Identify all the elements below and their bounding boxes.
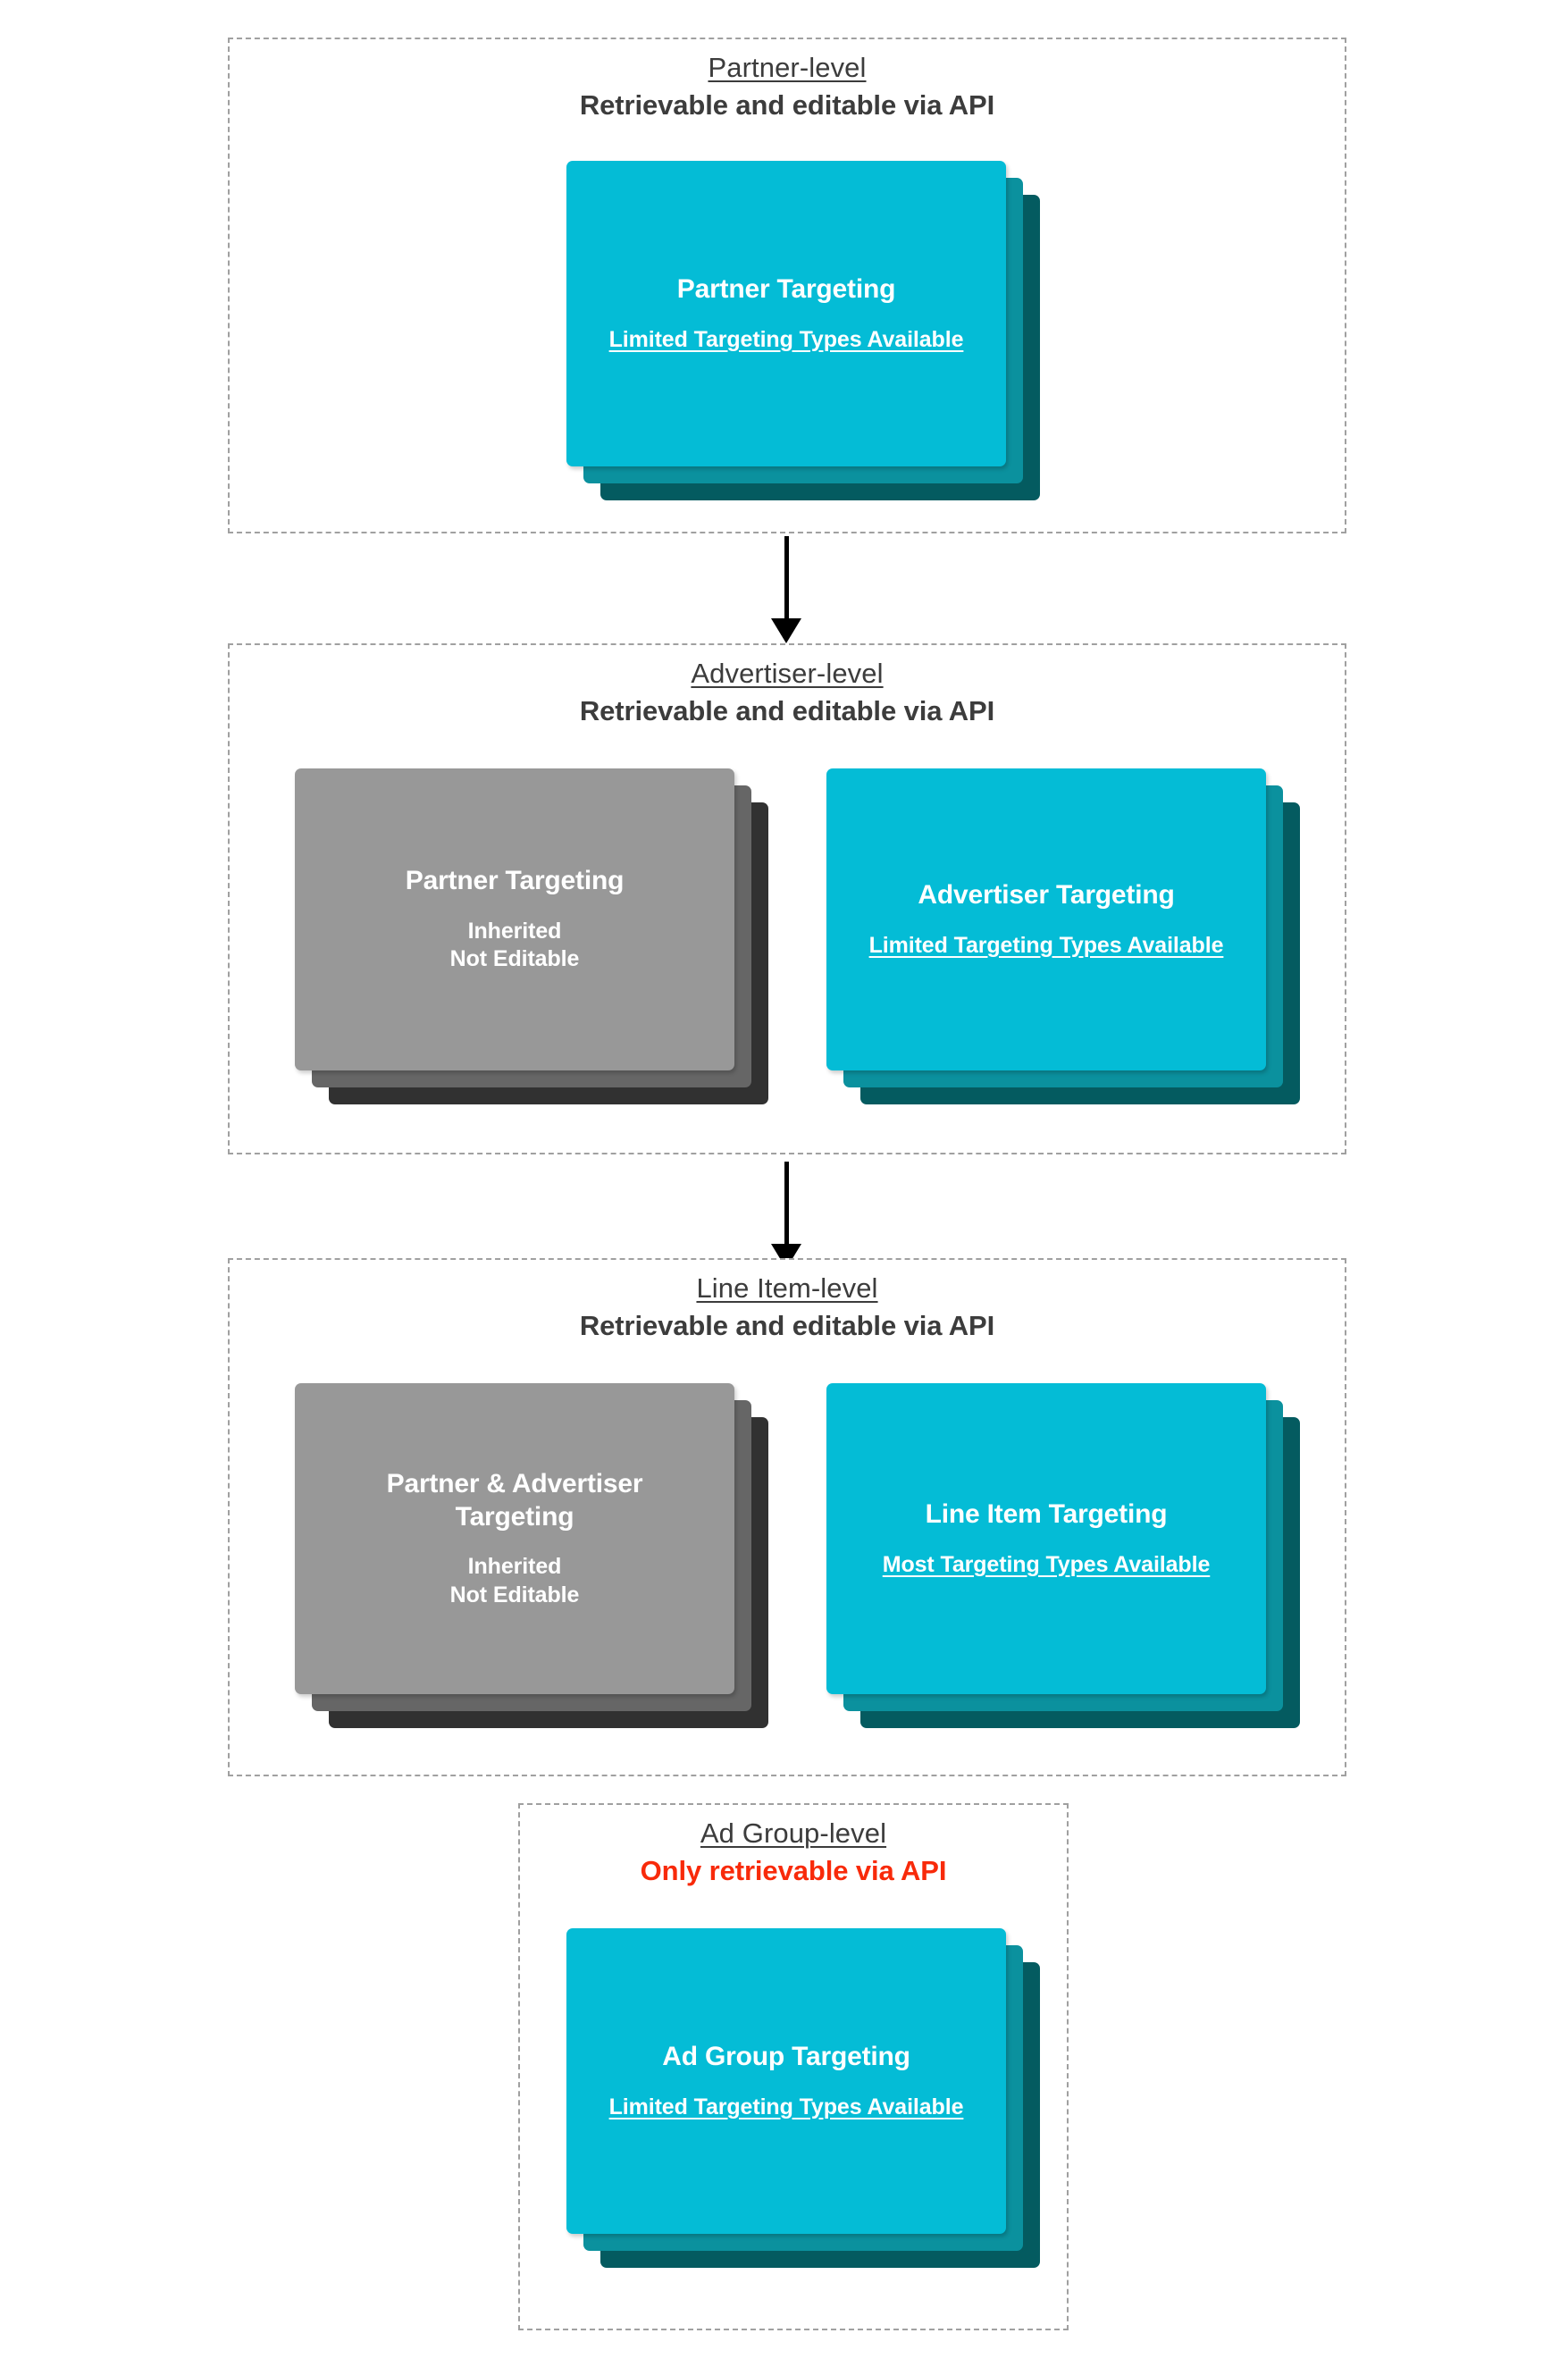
card-subtitle: Limited Targeting Types Available — [868, 932, 1224, 958]
level-heading-advertiser: Advertiser-level Retrievable and editabl… — [228, 656, 1346, 728]
card-stack-advertiser-inherited[interactable]: Partner Targeting Inherited Not Editable — [295, 768, 768, 1117]
arrow-head-icon — [771, 618, 801, 643]
level-subtitle-advertiser: Retrievable and editable via API — [579, 695, 995, 727]
card-subtitle: Most Targeting Types Available — [882, 1551, 1211, 1577]
card-subtitle: Inherited Not Editable — [449, 1554, 580, 1607]
card-title: Line Item Targeting — [925, 1498, 1168, 1529]
level-heading-partner: Partner-level Retrievable and editable v… — [228, 50, 1346, 122]
card-front-inherited-partner-targeting[interactable]: Partner Targeting Inherited Not Editable — [295, 768, 734, 1070]
level-title-ad-group: Ad Group-level — [700, 1817, 887, 1849]
level-subtitle-line-item: Retrievable and editable via API — [579, 1310, 995, 1342]
level-heading-line-item: Line Item-level Retrievable and editable… — [228, 1271, 1346, 1343]
card-stack-line-item-targeting[interactable]: Line Item Targeting Most Targeting Types… — [826, 1383, 1300, 1741]
connector-advertiser-to-line-item — [742, 1162, 831, 1269]
card-subtitle: Limited Targeting Types Available — [608, 2094, 964, 2119]
level-heading-ad-group: Ad Group-level Only retrievable via API — [518, 1816, 1069, 1888]
card-title: Partner & Advertiser Targeting — [386, 1468, 643, 1532]
card-title: Ad Group Targeting — [662, 2041, 910, 2071]
card-front-line-item-targeting[interactable]: Line Item Targeting Most Targeting Types… — [826, 1383, 1266, 1694]
card-title: Partner Targeting — [405, 866, 625, 896]
card-stack-partner-targeting[interactable]: Partner Targeting Limited Targeting Type… — [566, 161, 1040, 500]
card-stack-ad-group-targeting[interactable]: Ad Group Targeting Limited Targeting Typ… — [566, 1928, 1040, 2277]
level-subtitle-ad-group: Only retrievable via API — [640, 1855, 947, 1887]
card-stack-line-item-inherited[interactable]: Partner & Advertiser Targeting Inherited… — [295, 1383, 768, 1741]
card-front-partner-targeting[interactable]: Partner Targeting Limited Targeting Type… — [566, 161, 1006, 466]
card-front-ad-group-targeting[interactable]: Ad Group Targeting Limited Targeting Typ… — [566, 1928, 1006, 2234]
card-title: Advertiser Targeting — [918, 879, 1175, 910]
connector-partner-to-advertiser — [742, 536, 831, 643]
level-title-advertiser: Advertiser-level — [691, 658, 884, 689]
card-front-advertiser-targeting[interactable]: Advertiser Targeting Limited Targeting T… — [826, 768, 1266, 1070]
level-subtitle-partner: Retrievable and editable via API — [579, 89, 995, 122]
arrow-shaft — [784, 1162, 789, 1247]
card-stack-advertiser-targeting[interactable]: Advertiser Targeting Limited Targeting T… — [826, 768, 1300, 1117]
card-front-inherited-partner-advertiser-targeting[interactable]: Partner & Advertiser Targeting Inherited… — [295, 1383, 734, 1694]
level-title-line-item: Line Item-level — [696, 1272, 878, 1304]
card-title: Partner Targeting — [676, 273, 896, 304]
level-title-partner: Partner-level — [708, 52, 867, 83]
card-subtitle: Limited Targeting Types Available — [608, 326, 964, 352]
card-subtitle: Inherited Not Editable — [449, 918, 580, 972]
arrow-shaft — [784, 536, 789, 622]
